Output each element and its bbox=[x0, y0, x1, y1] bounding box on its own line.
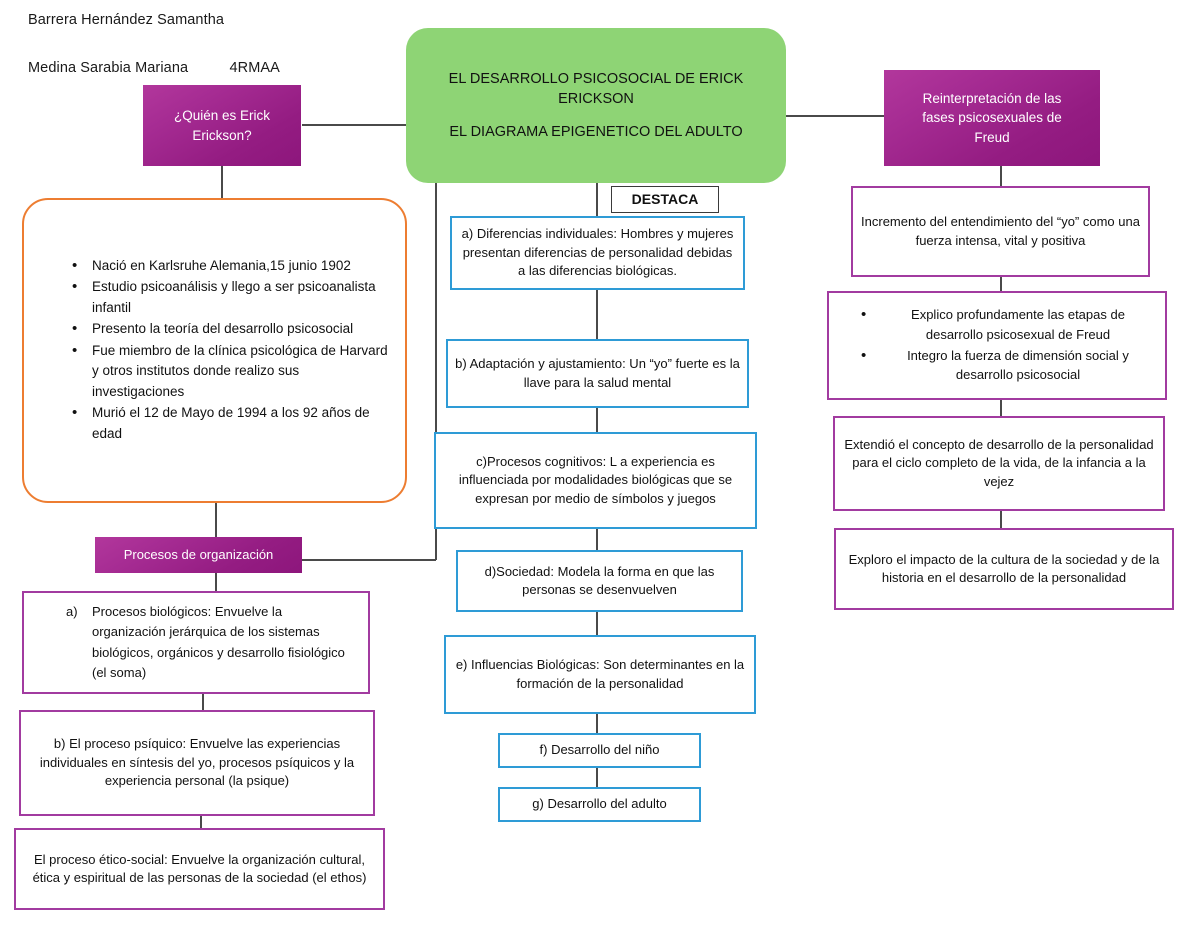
connector-center-f-to-g bbox=[596, 768, 598, 787]
proceso-a-list: Procesos biológicos: Envuelve la organiz… bbox=[30, 602, 362, 683]
connector-main-to-destaca bbox=[596, 183, 598, 216]
right-box-4-text: Exploro el impacto de la cultura de la s… bbox=[848, 551, 1160, 585]
who-title-line-1: ¿Quién es Erick bbox=[173, 108, 271, 124]
node-proceso-biologico: Procesos biológicos: Envuelve la organiz… bbox=[22, 591, 370, 694]
connector-center-a-to-b bbox=[596, 290, 598, 339]
connector-main-to-reinterpretation bbox=[786, 115, 884, 117]
node-center-item-e: e) Influencias Biológicas: Son determina… bbox=[444, 635, 756, 714]
connector-left-b-to-c bbox=[200, 816, 202, 828]
connector-right-1-to-2 bbox=[1000, 277, 1002, 291]
right-box-2-bullet-list: Explico profundamente las etapas de desa… bbox=[835, 304, 1159, 386]
reinterpretation-line-3: Freud bbox=[974, 129, 1010, 145]
node-destaca-label: DESTACA bbox=[611, 186, 719, 213]
proceso-c-text: El proceso ético-social: Envuelve la org… bbox=[32, 851, 367, 885]
connector-procesos-to-spine bbox=[302, 559, 436, 561]
center-item-b-text: b) Adaptación y ajustamiento: Un “yo” fu… bbox=[455, 356, 740, 390]
author-line-2: Medina Sarabia Mariana 4RMAA bbox=[28, 60, 280, 76]
list-item: Integro la fuerza de dimensión social y … bbox=[861, 345, 1153, 386]
connector-procesos-to-a bbox=[215, 573, 217, 591]
center-item-g-text: g) Desarrollo del adulto bbox=[532, 796, 667, 812]
title-spacer bbox=[432, 110, 760, 122]
node-main-title[interactable]: EL DESARROLLO PSICOSOCIAL DE ERICK ERICK… bbox=[406, 28, 786, 183]
node-center-item-f: f) Desarrollo del niño bbox=[498, 733, 701, 768]
reinterpretation-line-2: fases psicosexuales de bbox=[922, 110, 1062, 126]
connector-who-to-bio bbox=[221, 166, 223, 198]
node-right-box-4: Exploro el impacto de la cultura de la s… bbox=[834, 528, 1174, 610]
node-right-box-3: Extendió el concepto de desarrollo de la… bbox=[833, 416, 1165, 511]
procesos-title: Procesos de organización bbox=[123, 546, 274, 562]
node-center-item-b: b) Adaptación y ajustamiento: Un “yo” fu… bbox=[446, 339, 749, 408]
center-item-f-text: f) Desarrollo del niño bbox=[539, 742, 660, 758]
connector-center-b-to-c bbox=[596, 408, 598, 432]
node-center-item-a: a) Diferencias individuales: Hombres y m… bbox=[450, 216, 745, 290]
connector-bio-to-procesos bbox=[215, 503, 217, 537]
node-center-item-g: g) Desarrollo del adulto bbox=[498, 787, 701, 822]
node-quien-es-erick-erickson[interactable]: ¿Quién es Erick Erickson? bbox=[143, 85, 301, 166]
proceso-b-text: b) El proceso psíquico: Envuelve las exp… bbox=[39, 736, 355, 789]
biografia-bullet-list: Nació en Karlsruhe Alemania,15 junio 190… bbox=[30, 255, 399, 445]
node-center-item-d: d)Sociedad: Modela la forma en que las p… bbox=[456, 550, 743, 612]
node-right-box-2: Explico profundamente las etapas de desa… bbox=[827, 291, 1167, 400]
right-box-3-text: Extendió el concepto de desarrollo de la… bbox=[844, 436, 1154, 489]
connector-main-spine-left bbox=[435, 183, 437, 560]
node-procesos-de-organizacion[interactable]: Procesos de organización bbox=[95, 537, 302, 573]
list-item: Fue miembro de la clínica psicológica de… bbox=[72, 340, 395, 403]
node-center-item-c: c)Procesos cognitivos: L a experiencia e… bbox=[434, 432, 757, 529]
main-title-line-3: EL DIAGRAMA EPIGENETICO DEL ADULTO bbox=[449, 123, 743, 140]
center-item-a-text: a) Diferencias individuales: Hombres y m… bbox=[461, 226, 734, 279]
destaca-text: DESTACA bbox=[631, 190, 699, 207]
reinterpretation-line-1: Reinterpretación de las bbox=[922, 91, 1062, 107]
connector-who-to-main bbox=[302, 124, 406, 126]
node-proceso-psiquico: b) El proceso psíquico: Envuelve las exp… bbox=[19, 710, 375, 816]
center-item-d-text: d)Sociedad: Modela la forma en que las p… bbox=[484, 563, 715, 597]
center-item-e-text: e) Influencias Biológicas: Son determina… bbox=[455, 657, 745, 691]
node-right-box-1: Incremento del entendimiento del “yo” co… bbox=[851, 186, 1150, 277]
connector-center-d-to-e bbox=[596, 612, 598, 635]
connector-left-a-to-b bbox=[202, 694, 204, 710]
list-item: Procesos biológicos: Envuelve la organiz… bbox=[66, 602, 356, 683]
list-item: Murió el 12 de Mayo de 1994 a los 92 año… bbox=[72, 402, 395, 444]
center-item-c-text: c)Procesos cognitivos: L a experiencia e… bbox=[458, 453, 733, 506]
connector-center-c-to-d bbox=[596, 529, 598, 550]
node-biografia: Nació en Karlsruhe Alemania,15 junio 190… bbox=[22, 198, 407, 503]
list-item: Estudio psicoanálisis y llego a ser psic… bbox=[72, 276, 395, 318]
connector-right-3-to-4 bbox=[1000, 511, 1002, 528]
list-item: Presento la teoría del desarrollo psicos… bbox=[72, 318, 395, 340]
right-box-1-text: Incremento del entendimiento del “yo” co… bbox=[861, 214, 1140, 248]
connector-right-2-to-3 bbox=[1000, 400, 1002, 416]
main-title-line-2: ERICKSON bbox=[558, 91, 634, 108]
connector-center-e-to-f bbox=[596, 714, 598, 733]
main-title-line-1: EL DESARROLLO PSICOSOCIAL DE ERICK bbox=[448, 70, 744, 87]
node-proceso-etico-social: El proceso ético-social: Envuelve la org… bbox=[14, 828, 385, 910]
author-line-1: Barrera Hernández Samantha bbox=[28, 12, 225, 28]
who-title-line-2: Erickson? bbox=[192, 127, 252, 143]
node-reinterpretacion-freud[interactable]: Reinterpretación de las fases psicosexua… bbox=[884, 70, 1100, 166]
list-item: Explico profundamente las etapas de desa… bbox=[861, 304, 1153, 345]
connector-right-title-to-1 bbox=[1000, 166, 1002, 186]
list-item: Nació en Karlsruhe Alemania,15 junio 190… bbox=[72, 255, 395, 277]
